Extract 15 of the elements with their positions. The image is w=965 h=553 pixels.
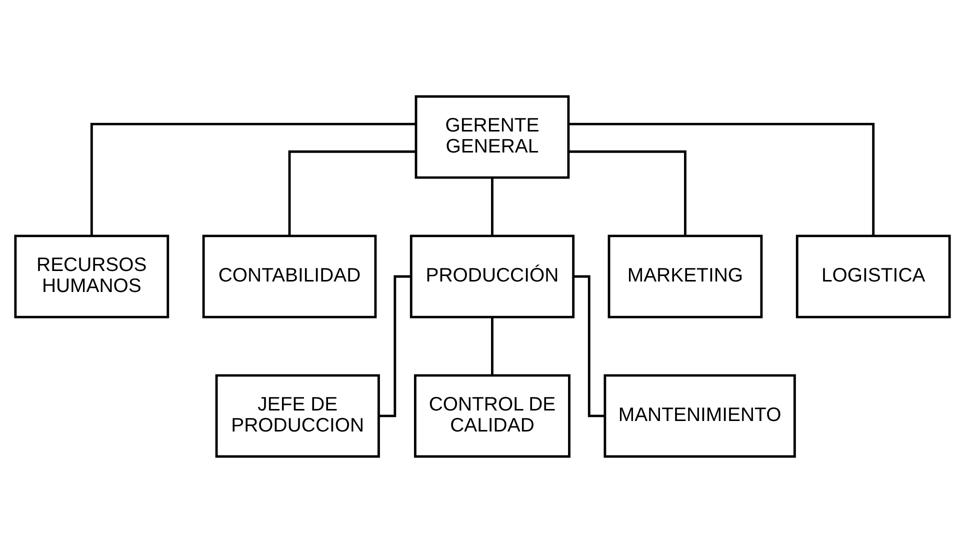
connector [568, 150, 686, 236]
node-box: MANTENIMIENTO [604, 374, 796, 458]
node-box: RECURSOS HUMANOS [14, 234, 170, 318]
node-box: JEFE DE PRODUCCION [215, 374, 380, 458]
node-box: PRODUCCIÓN [410, 234, 575, 318]
connector [491, 178, 494, 236]
connector [491, 318, 494, 376]
connector [568, 122, 875, 236]
connector [90, 122, 416, 236]
connector [288, 150, 416, 236]
node-box: CONTABILIDAD [202, 234, 377, 318]
node-box: LOGISTICA [796, 234, 951, 318]
node-box: GERENTE GENERAL [414, 95, 570, 179]
node-box: CONTROL DE CALIDAD [414, 374, 570, 458]
node-box: MARKETING [608, 234, 763, 318]
